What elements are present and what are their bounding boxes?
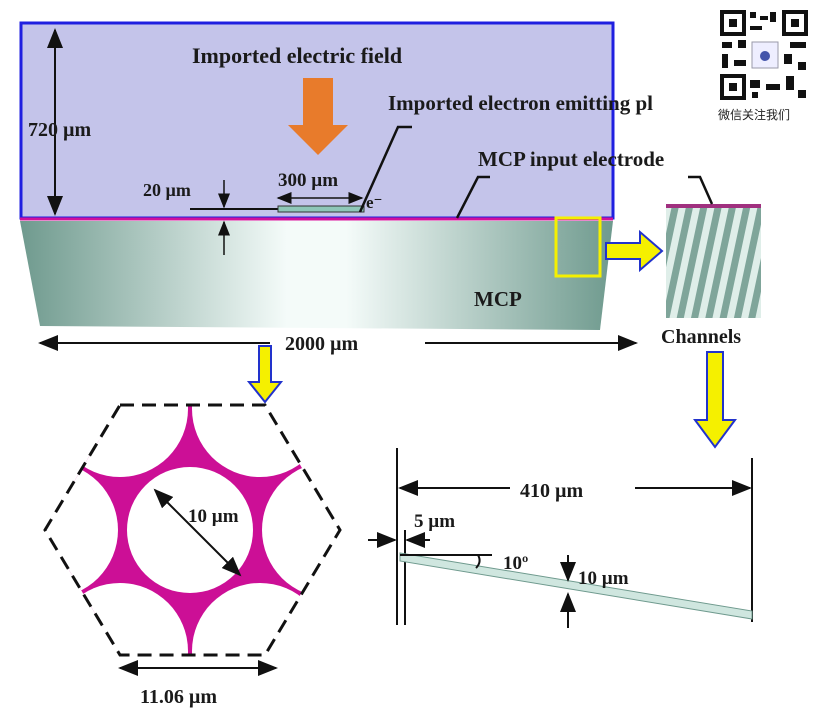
height-label: 720 µm bbox=[28, 119, 92, 141]
qr-caption: 微信关注我们 bbox=[718, 108, 791, 122]
pitch-label: 11.06 µm bbox=[140, 686, 217, 708]
qr-code[interactable] bbox=[718, 8, 810, 102]
pore-diameter-label: 10 µm bbox=[188, 506, 239, 527]
electrode-label: MCP input electrode bbox=[478, 147, 664, 171]
orange-arrow-icon bbox=[288, 78, 348, 155]
mcp-slab bbox=[20, 221, 613, 330]
zoom-box bbox=[554, 216, 602, 278]
channels-section bbox=[666, 206, 761, 318]
mcp-label: MCP bbox=[474, 287, 522, 311]
electron-label: e⁻ bbox=[366, 193, 383, 212]
channels-label: Channels bbox=[661, 326, 741, 348]
angle-arc bbox=[475, 554, 481, 569]
emitting-leader bbox=[358, 125, 412, 213]
gap-label: 20 µm bbox=[143, 180, 191, 200]
plane-width-label: 300 µm bbox=[278, 170, 338, 191]
yellow-down-arrow-icon bbox=[246, 345, 284, 404]
channels-leader bbox=[688, 175, 714, 205]
emitting-plane bbox=[277, 205, 365, 213]
field-label: Imported electric field bbox=[192, 43, 402, 68]
channel-diameter-label: 10 µm bbox=[578, 568, 629, 589]
channel-tube bbox=[399, 552, 753, 620]
yellow-right-arrow-icon bbox=[605, 229, 664, 273]
electrode-leader bbox=[455, 175, 490, 219]
width-label: 2000 µm bbox=[285, 333, 359, 355]
angle-label: 10º bbox=[503, 553, 528, 574]
emitting-label: Imported electron emitting pl bbox=[388, 91, 653, 115]
yellow-down-arrow-icon bbox=[693, 351, 737, 449]
hexagon-outline bbox=[43, 403, 342, 657]
pore-diameter-arrow bbox=[153, 488, 242, 577]
offset-label: 5 µm bbox=[414, 511, 455, 532]
length-label: 410 µm bbox=[520, 480, 584, 502]
